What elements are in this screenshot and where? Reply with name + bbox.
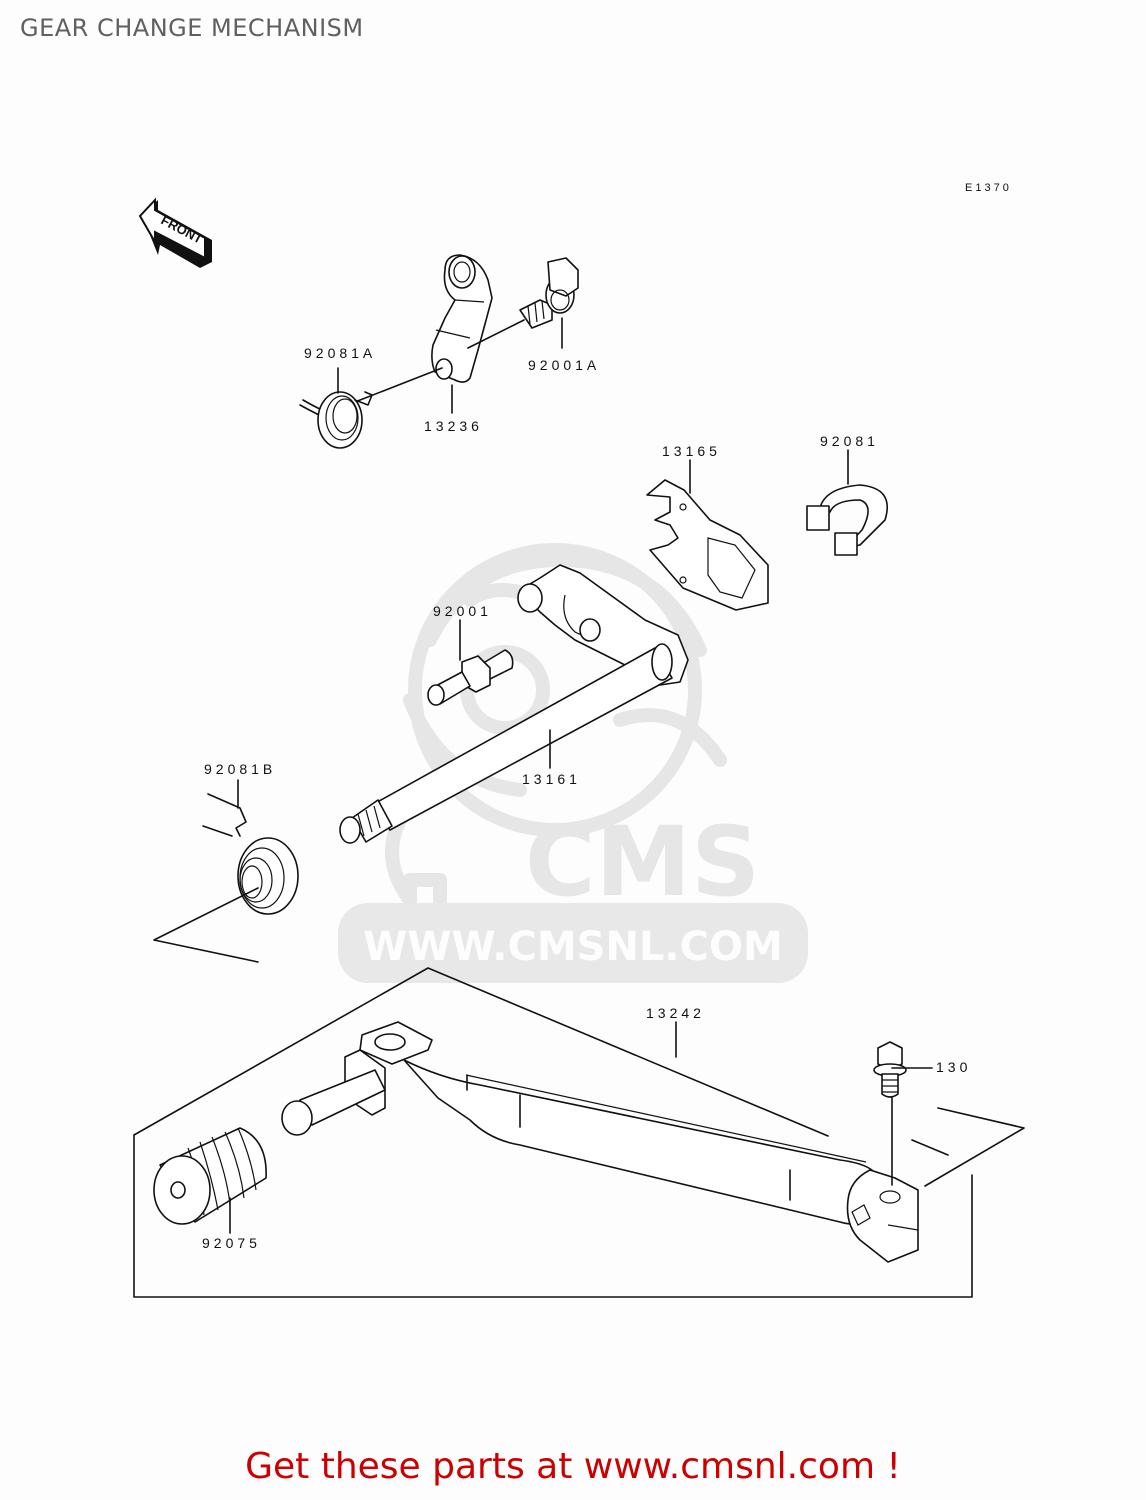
part-92081B-return-spring[interactable]	[202, 793, 299, 915]
part-13242-shift-pedal[interactable]	[281, 1021, 919, 1263]
part-label-13242[interactable]: 13242	[646, 1005, 705, 1021]
part-label-13165[interactable]: 13165	[662, 443, 721, 459]
part-130-bolt[interactable]	[873, 1041, 907, 1098]
part-label-13236[interactable]: 13236	[424, 418, 483, 434]
part-92001-stud[interactable]	[427, 649, 514, 706]
part-label-92075[interactable]: 92075	[202, 1235, 261, 1251]
part-label-13161[interactable]: 13161	[522, 771, 581, 787]
part-13236-lever[interactable]	[431, 254, 493, 383]
front-arrow-icon: FRONT	[138, 197, 212, 268]
watermark-url: WWW.CMSNL.COM	[363, 924, 783, 970]
page-title: GEAR CHANGE MECHANISM	[20, 14, 364, 42]
cms-watermark: CMS WWW.CMSNL.COM	[338, 543, 808, 983]
part-label-92001[interactable]: 92001	[433, 603, 492, 619]
part-92075-pedal-rubber[interactable]	[153, 1127, 267, 1225]
part-label-92081B[interactable]: 92081B	[204, 761, 276, 777]
part-label-130[interactable]: 130	[936, 1059, 971, 1075]
part-92001A-bolt[interactable]	[519, 257, 579, 329]
part-92081A-spring[interactable]	[299, 391, 373, 449]
part-label-92001A[interactable]: 92001A	[528, 357, 600, 373]
part-label-92081[interactable]: 92081	[820, 433, 879, 449]
part-label-92081A[interactable]: 92081A	[304, 345, 376, 361]
part-13161-shift-shaft[interactable]	[339, 564, 689, 844]
watermark-brand: CMS	[525, 806, 760, 918]
part-92081-clip[interactable]	[806, 484, 888, 556]
part-13165-plate[interactable]	[646, 479, 769, 611]
diagram-code: E1370	[965, 182, 1012, 194]
promo-link[interactable]: Get these parts at www.cmsnl.com !	[245, 1446, 901, 1487]
